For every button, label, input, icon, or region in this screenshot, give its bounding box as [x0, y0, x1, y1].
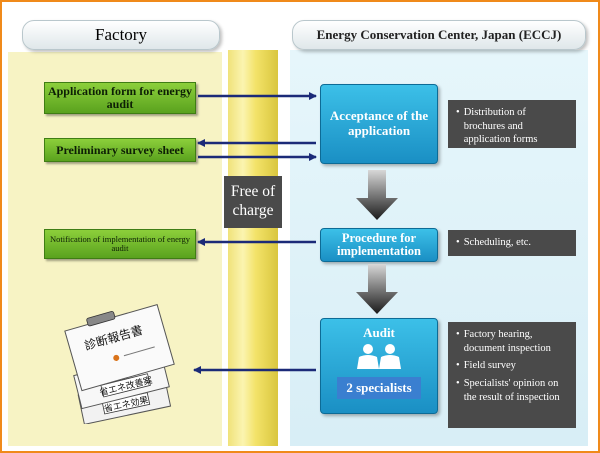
specialists-label: 2 specialists	[337, 377, 421, 399]
report-documents-icon: 省エネ効果 省エネ改善案 診断報告書	[64, 304, 175, 424]
notification-box: Notification of implementation of energy…	[44, 229, 196, 259]
note-item: Factory hearing, document inspection	[456, 328, 568, 355]
free-of-charge-line2: charge	[232, 202, 274, 219]
free-of-charge-label: Free of charge	[224, 176, 282, 228]
note-item: Scheduling, etc.	[456, 236, 568, 250]
audit-title: Audit	[363, 325, 395, 340]
procedure-note: Scheduling, etc.	[448, 230, 576, 256]
note-item: Distribution of brochures and applicatio…	[456, 106, 568, 147]
note-item: Field survey	[456, 359, 568, 373]
specialists-icon	[357, 344, 401, 369]
acceptance-note: Distribution of brochures and applicatio…	[448, 100, 576, 148]
acceptance-box: Acceptance of the application	[320, 84, 438, 164]
preliminary-survey-box: Preliminary survey sheet	[44, 138, 196, 162]
eccj-header: Energy Conservation Center, Japan (ECCJ)	[292, 20, 586, 50]
factory-header: Factory	[22, 20, 220, 50]
note-item: Specialists' opinion on the result of in…	[456, 377, 568, 404]
application-form-box: Application form for energy audit	[44, 82, 196, 114]
audit-box: Audit 2 specialists	[320, 318, 438, 414]
free-of-charge-band	[228, 50, 278, 446]
audit-note: Factory hearing, document inspection Fie…	[448, 322, 576, 428]
free-of-charge-line1: Free of	[230, 183, 276, 201]
procedure-box: Procedure for implementation	[320, 228, 438, 262]
